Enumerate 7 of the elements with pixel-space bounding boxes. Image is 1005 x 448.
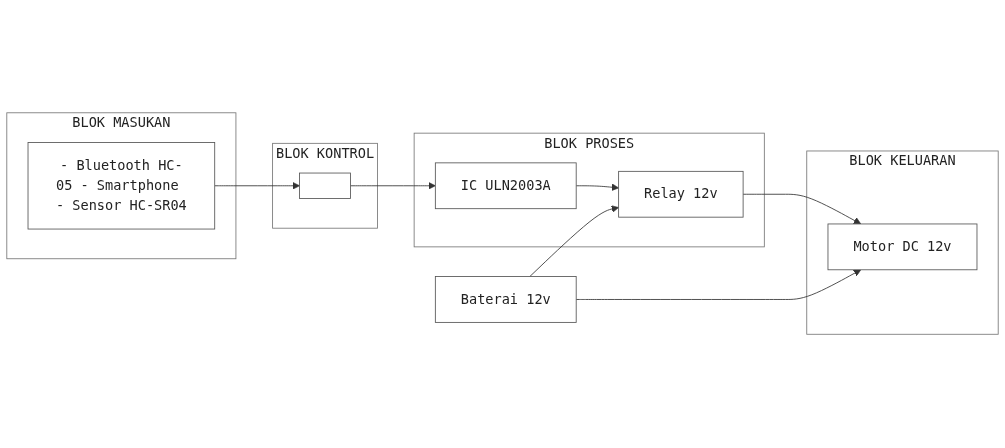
node-box	[299, 173, 351, 200]
node-box: - Bluetooth HC-05 - Smartphone - Sensor HC-SR04	[27, 142, 216, 230]
node-box: Baterai 12v	[434, 276, 577, 324]
node-box: Motor DC 12v	[827, 224, 978, 271]
cluster: BLOK KONTROL	[272, 143, 378, 230]
node-box: Relay 12v	[618, 171, 744, 219]
node-box: IC ULN2003A	[434, 162, 577, 210]
